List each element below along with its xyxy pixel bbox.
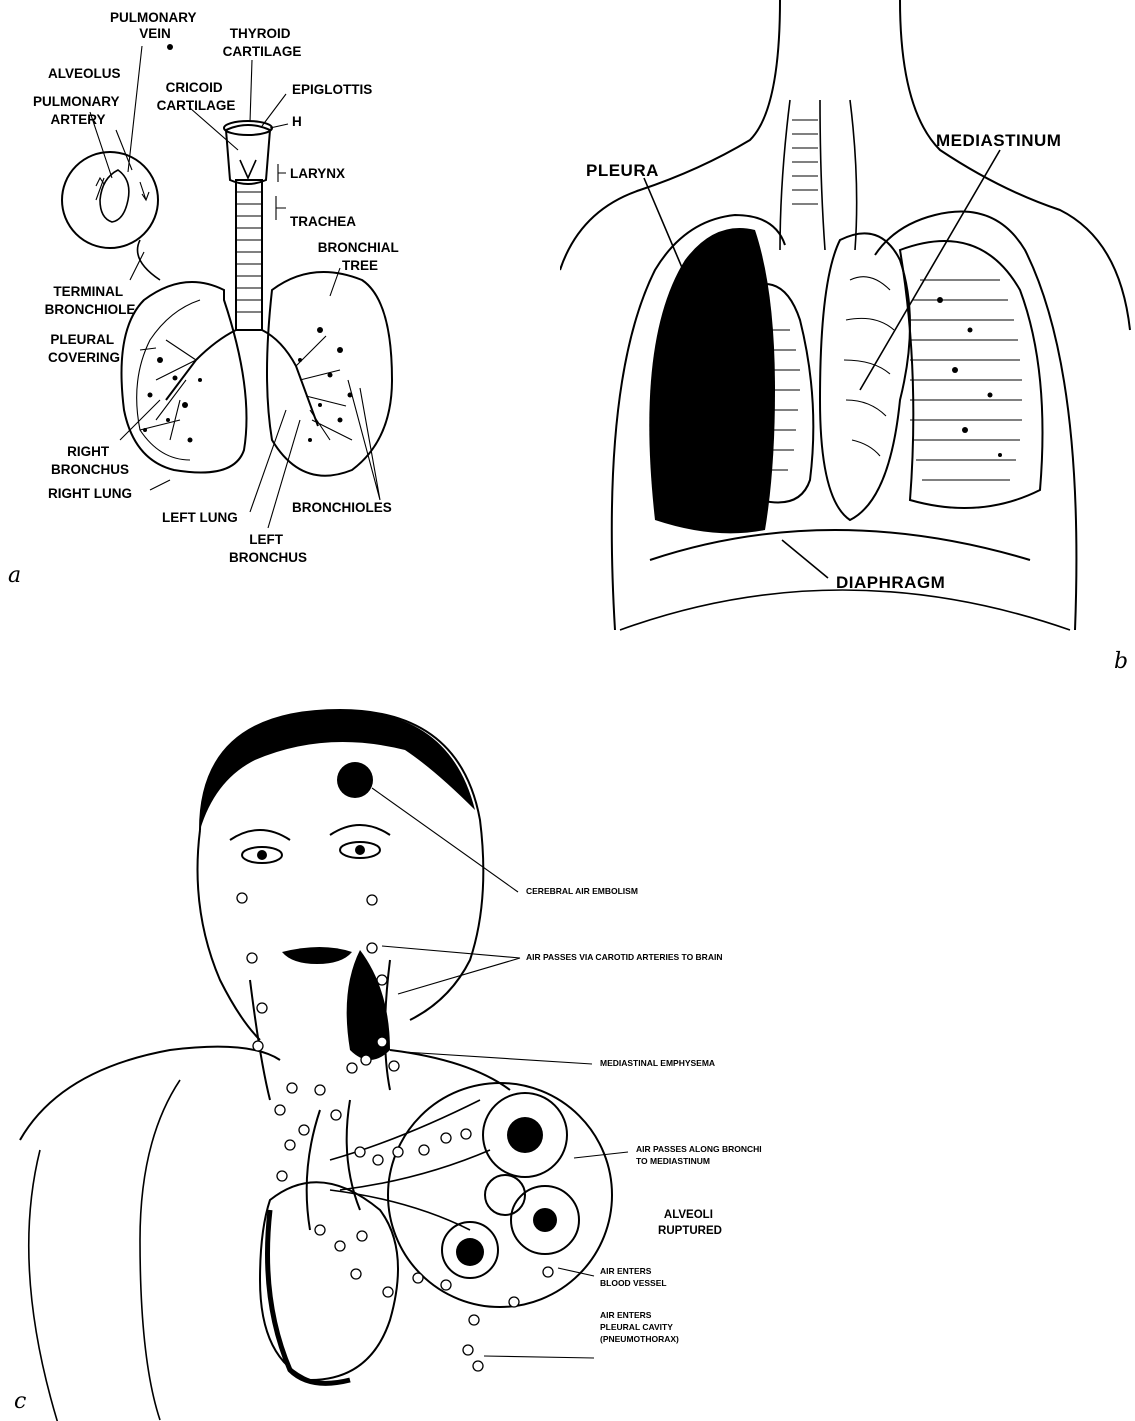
label-enters-pleural-cavity: AIR ENTERS PLEURAL CAVITY (PNEUMOTHORAX) (600, 1310, 679, 1344)
panel-b-drawing: PLEURA MEDIASTINUM DIAPHRAGM b (560, 0, 1135, 690)
marker-dot (167, 44, 173, 50)
eyebrows (230, 825, 390, 840)
label-diaphragm: DIAPHRAGM (836, 573, 945, 592)
label-carotid: AIR PASSES VIA CAROTID ARTERIES TO BRAIN (526, 952, 722, 962)
lung-texture-spots (937, 297, 1002, 457)
diaphragm-curve (650, 530, 1030, 560)
label-hyoid-bone: H (292, 114, 302, 129)
panel-letter-a: a (8, 563, 21, 588)
alveolus-sac (100, 170, 129, 222)
panel-c-drawing: CEREBRAL AIR EMBOLISM AIR PASSES VIA CAR… (0, 690, 1135, 1421)
right-lung-b (900, 241, 1043, 508)
vein-arrow (140, 182, 149, 200)
label-bronchioles: BRONCHIOLES (292, 500, 392, 515)
bronchi-to-alveoli (330, 1100, 490, 1230)
label-right-bronchus: RIGHT BRONCHUS (51, 444, 129, 477)
label-cerebral-air-embolism: CEREBRAL AIR EMBOLISM (526, 886, 638, 896)
trachea-rings (236, 192, 262, 312)
label-bronchi-to-mediastinum: AIR PASSES ALONG BRONCHI TO MEDIASTINUM (636, 1144, 764, 1166)
neck-vessels (780, 100, 857, 250)
label-pulmonary-artery: PULMONARY ARTERY (33, 94, 123, 127)
cerebral-embolism-dot (337, 762, 373, 798)
right-pupil (355, 845, 365, 855)
panel-c-leader-lines (372, 788, 628, 1358)
diaphragm-lower (620, 590, 1070, 630)
magnifier-tail (138, 240, 161, 280)
panel-a-respiratory-tract: PULMONARY VEIN THYROID CARTILAGE ALVEOLU… (0, 0, 560, 600)
label-epiglottis: EPIGLOTTIS (292, 82, 372, 97)
label-cricoid-cartilage: CRICOID CARTILAGE (157, 80, 236, 113)
label-enters-blood-vessel: AIR ENTERS BLOOD VESSEL (600, 1266, 667, 1288)
label-alveolus: ALVEOLUS (48, 66, 121, 81)
pleural-cavity-dark (649, 228, 775, 533)
heart-hatching (844, 277, 894, 456)
label-right-lung: RIGHT LUNG (48, 486, 132, 501)
label-left-bronchus: LEFT BRONCHUS (229, 532, 307, 565)
panel-a-drawing: PULMONARY VEIN THYROID CARTILAGE ALVEOLU… (0, 0, 560, 600)
alveolus-magnifier-circle (62, 152, 158, 248)
label-alveoli-ruptured: ALVEOLI RUPTURED (658, 1209, 722, 1237)
panel-c-lung-overpressure: CEREBRAL AIR EMBOLISM AIR PASSES VIA CAR… (0, 690, 1135, 1421)
label-mediastinal-emphysema: MEDIASTINAL EMPHYSEMA (600, 1058, 715, 1068)
trachea-rings-b (792, 120, 818, 204)
left-shoulder (20, 1047, 280, 1140)
right-chest-wall (875, 212, 1076, 630)
label-mediastinum: MEDIASTINUM (936, 131, 1061, 150)
right-lung-c-outline (29, 1080, 180, 1421)
label-bronchial-tree: BRONCHIAL TREE (318, 240, 403, 273)
right-lung-pleura (137, 300, 200, 460)
label-terminal-bronchiole: TERMINAL BRONCHIOLE (45, 284, 136, 317)
mouth (282, 947, 352, 964)
label-pleura: PLEURA (586, 161, 659, 180)
thyroid-notch (240, 160, 256, 178)
panel-letter-b: b (1114, 649, 1128, 674)
label-pulmonary-vein: PULMONARY VEIN (110, 10, 200, 41)
left-pupil (257, 850, 267, 860)
panel-letter-c: c (14, 1389, 26, 1414)
label-thyroid-cartilage: THYROID CARTILAGE (223, 26, 302, 59)
panel-b-thoracic-cavity: PLEURA MEDIASTINUM DIAPHRAGM b (560, 0, 1135, 690)
right-lung-hatching (910, 280, 1022, 480)
label-trachea: TRACHEA (290, 214, 356, 229)
alveoli-clusters (442, 1093, 579, 1278)
alveoli-magnifier (388, 1083, 612, 1307)
label-larynx: LARYNX (290, 166, 345, 181)
trachea-tube (236, 180, 262, 330)
main-bronchi (166, 330, 318, 426)
bronchial-tree-stipple (143, 327, 353, 443)
label-left-lung: LEFT LUNG (162, 510, 238, 525)
hair (200, 710, 475, 830)
label-pleural-covering: PLEURAL COVERING (48, 332, 120, 365)
